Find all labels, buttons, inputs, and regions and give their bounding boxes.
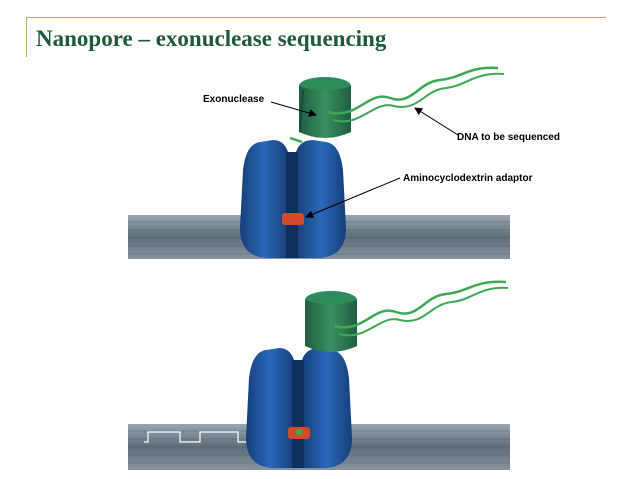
exonuclease-enzyme [299, 77, 351, 138]
nucleotide-release [290, 138, 302, 142]
nanopore-protein [246, 348, 352, 468]
frame-line-left [26, 17, 27, 57]
label-exonuclease: Exonuclease [203, 94, 264, 105]
label-adaptor: Aminocyclodextrin adaptor [403, 173, 532, 184]
dna-strand [334, 282, 508, 336]
nanopore-protein [240, 140, 346, 258]
frame-line-top [26, 17, 606, 18]
dna-strand [328, 68, 504, 122]
exonuclease-enzyme [305, 291, 357, 352]
dna-arrow [415, 108, 458, 135]
aminocyclodextrin-adaptor [282, 213, 304, 225]
bound-nucleotide [296, 429, 302, 435]
top-illustration-panel: Exonuclease DNA to be sequenced Aminocyc… [128, 60, 510, 260]
top-illustration [128, 60, 510, 260]
slide-title: Nanopore – exonuclease sequencing [36, 26, 386, 52]
bottom-illustration-panel [128, 270, 510, 472]
bottom-illustration [128, 270, 510, 472]
label-dna: DNA to be sequenced [457, 132, 560, 143]
